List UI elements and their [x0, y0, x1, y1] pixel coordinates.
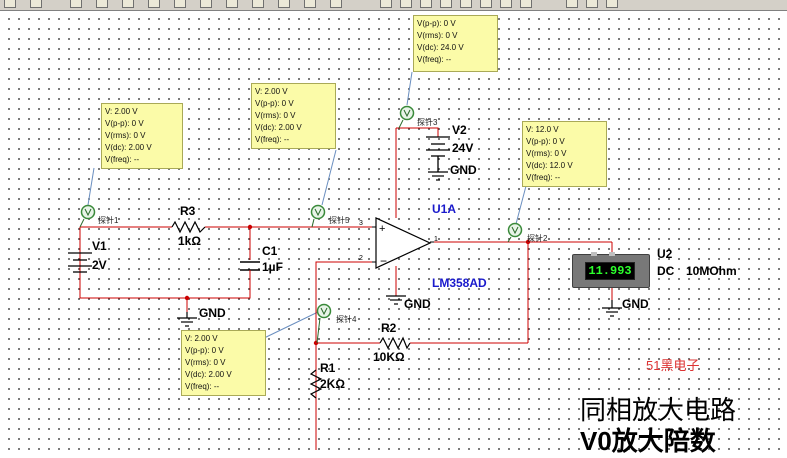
probe-note-3[interactable]: V(p-p): 0 V V(rms): 0 V V(dc): 24.0 V V(… — [413, 15, 498, 72]
probe-icon — [80, 105, 523, 319]
u2-voltmeter[interactable]: 11.993 — [572, 252, 650, 288]
c1-capacitor-symbol — [240, 261, 260, 271]
probe-leader-line — [321, 149, 337, 206]
toolbar-tool-icon[interactable] — [400, 0, 412, 8]
toolbar — [0, 0, 787, 11]
v1-battery-symbol — [68, 252, 92, 273]
toolbar-tool-icon[interactable] — [278, 0, 290, 8]
ground-icon — [386, 295, 406, 305]
u1-gnd-label: GND — [404, 297, 431, 311]
toolbar-tool-icon[interactable] — [480, 0, 492, 8]
toolbar-tool-icon[interactable] — [148, 0, 160, 8]
toolbar-tool-icon[interactable] — [500, 0, 512, 8]
u1-part: LM358AD — [432, 276, 487, 290]
u2-label: U2 — [657, 247, 673, 261]
c1-value: 1µF — [262, 260, 283, 274]
svg-text:−: − — [380, 254, 387, 268]
probe-note-4[interactable]: V: 2.00 V V(p-p): 0 V V(rms): 0 V V(dc):… — [181, 330, 266, 396]
r2-value: 10KΩ — [373, 350, 405, 364]
probe-note-5[interactable]: V: 2.00 V V(p-p): 0 V V(rms): 0 V V(dc):… — [251, 83, 336, 149]
probe-leader-line — [87, 167, 95, 206]
u1-label: U1A — [432, 202, 457, 216]
u2-gnd-label: GND — [622, 297, 649, 311]
circuit-subtitle: V0放大陪数 — [580, 426, 716, 456]
r2-label: R2 — [381, 321, 397, 335]
probe-tag: 探针2 — [527, 234, 548, 243]
probe-leader-line — [406, 71, 413, 106]
v2-battery-symbol — [426, 136, 450, 172]
toolbar-tool-icon[interactable] — [380, 0, 392, 8]
toolbar-tool-icon[interactable] — [440, 0, 452, 8]
v1-label: V1 — [92, 239, 107, 253]
probe-leader-line — [259, 311, 319, 341]
probe-note-1[interactable]: V: 2.00 V V(p-p): 0 V V(rms): 0 V V(dc):… — [101, 103, 183, 169]
u2-resistance: 10MOhm — [686, 264, 737, 278]
meter-pin — [609, 252, 615, 256]
v2-gnd-label: GND — [450, 163, 477, 177]
watermark-text: 51黑电子 — [646, 358, 700, 373]
pause-icon[interactable] — [586, 0, 598, 8]
toolbar-tool-icon[interactable] — [122, 0, 134, 8]
c1-label: C1 — [262, 244, 278, 258]
toolbar-tool-icon[interactable] — [252, 0, 264, 8]
meter-display: 11.993 — [585, 262, 635, 280]
run-icon[interactable] — [566, 0, 578, 8]
probe-tag: 探针4 — [336, 315, 357, 324]
r2-resistor-symbol — [379, 336, 411, 350]
r3-resistor-symbol — [171, 220, 206, 234]
u1-pin-minus: 2 — [359, 255, 363, 262]
toolbar-tool-icon[interactable] — [70, 0, 82, 8]
probe-leader-line — [515, 185, 527, 225]
probe-note-2[interactable]: V: 12.0 V V(p-p): 0 V V(rms): 0 V V(dc):… — [522, 121, 607, 187]
r1-resistor-symbol — [309, 369, 323, 399]
toolbar-tool-icon[interactable] — [200, 0, 212, 8]
toolbar-tool-icon[interactable] — [30, 0, 42, 8]
toolbar-tool-icon[interactable] — [460, 0, 472, 8]
v2-value: 24V — [452, 141, 474, 155]
opamp-symbol: + − — [372, 217, 434, 269]
toolbar-tool-icon[interactable] — [4, 0, 16, 8]
toolbar-tool-icon[interactable] — [520, 0, 532, 8]
meter-pin — [591, 252, 597, 256]
gnd-label: GND — [199, 306, 226, 320]
r1-value: 2KΩ — [320, 377, 345, 391]
toolbar-tool-icon[interactable] — [304, 0, 316, 8]
ground-icon — [602, 300, 622, 317]
v2-label: V2 — [452, 123, 467, 137]
u2-mode: DC — [657, 264, 675, 278]
ground-icon — [428, 171, 448, 181]
toolbar-tool-icon[interactable] — [226, 0, 238, 8]
u1-pin-out: 1 — [434, 236, 438, 243]
meter-reading: 11.993 — [588, 264, 632, 278]
toolbar-tool-icon[interactable] — [330, 0, 342, 8]
v1-value: 2V — [92, 258, 107, 272]
r1-label: R1 — [320, 361, 336, 375]
ground-icon — [177, 312, 197, 327]
svg-text:+: + — [379, 223, 385, 235]
r3-label: R3 — [180, 204, 196, 218]
stop-icon[interactable] — [606, 0, 618, 8]
circuit-title: 同相放大电路 — [580, 395, 737, 425]
toolbar-tool-icon[interactable] — [96, 0, 108, 8]
r3-value: 1kΩ — [178, 234, 201, 248]
u1-pin-plus: 3 — [359, 220, 363, 227]
probe-tag: 探针1 — [98, 216, 119, 225]
toolbar-tool-icon[interactable] — [174, 0, 186, 8]
probe-tag: 探针3 — [417, 118, 438, 127]
junction-dots — [184, 224, 531, 346]
toolbar-tool-icon[interactable] — [420, 0, 432, 8]
probe-tag: 探针5 — [329, 216, 350, 225]
